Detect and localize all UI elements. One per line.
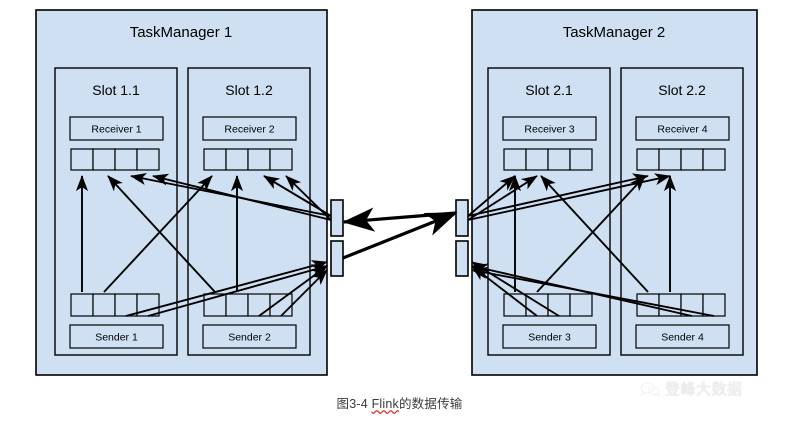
receiver-3-label: Receiver 3 [524, 124, 574, 136]
slot-2-2-title: Slot 2.2 [658, 82, 706, 98]
arrow-sender4-out-b [471, 266, 715, 317]
receiver-3-buffers [503, 148, 593, 171]
buffer-cell [569, 148, 593, 171]
sender-3-label: Sender 3 [528, 332, 571, 344]
taskmanager-2-title: TaskManager 2 [563, 24, 666, 41]
buffer-cell [269, 148, 293, 171]
tm1-local-arrows [75, 175, 244, 293]
watermark-text: 登峰大数据 [665, 380, 743, 398]
receiver-1-box [69, 116, 164, 141]
receiver-1-buffers [70, 148, 160, 171]
buffer-cell [247, 148, 271, 171]
buffer-cell [680, 148, 704, 171]
sender-1-box [69, 324, 164, 349]
buffer-cell [503, 148, 527, 171]
slot-1-1-title: Slot 1.1 [92, 82, 140, 98]
buffer-cell [70, 293, 94, 317]
buffer-cell [569, 293, 593, 317]
receiver-2-buffers [203, 148, 293, 171]
buffer-cell [114, 293, 138, 317]
tm1-connector-to-receivers [130, 173, 332, 221]
sender-1-buffers [70, 293, 160, 317]
arrow-in-receiver4-b [467, 173, 671, 221]
caption-suffix: 的数据传输 [398, 397, 463, 411]
wechat-icon [640, 381, 660, 397]
arrow-sender2-out-b [280, 269, 328, 317]
sender-2-box [202, 324, 297, 349]
slot-2-1-title: Slot 2.1 [525, 82, 573, 98]
buffer-cell [702, 148, 726, 171]
buffer-cell [92, 293, 116, 317]
tm1-senders-to-connector [125, 260, 328, 317]
buffer-cell [547, 293, 571, 317]
taskmanager-1: TaskManager 1 Slot 1.1 Receiver 1 [35, 9, 328, 376]
sender-4-label: Sender 4 [661, 332, 704, 344]
taskmanager-1-title: TaskManager 1 [130, 24, 233, 41]
sender-4-box [635, 324, 730, 349]
tm1-in-connector [330, 240, 344, 277]
inter-taskmanager-links [342, 207, 458, 260]
receiver-2-label: Receiver 2 [224, 124, 274, 136]
arrow-in-receiver3-a [467, 175, 516, 217]
buffer-cell [547, 148, 571, 171]
receiver-4-buffers [636, 148, 726, 171]
buffer-cell [225, 148, 249, 171]
arrow-tm1-to-tm2-network [342, 211, 458, 260]
arrow-sender2-receiver1 [107, 175, 216, 293]
arrow-in-receiver4-a [467, 173, 649, 217]
watermark: 登峰大数据 [640, 378, 743, 399]
slot-1-1: Slot 1.1 Receiver 1 Sender 1 [54, 67, 178, 356]
caption-prefix: 图3-4 [336, 397, 372, 411]
caption-term: Flink [371, 397, 399, 411]
figure-caption: 图3-4 Flink的数据传输 [0, 393, 799, 413]
receiver-3-box [502, 116, 597, 141]
arrow-sender3-receiver4 [536, 175, 646, 293]
buffer-cell [203, 148, 227, 171]
sender-2-label: Sender 2 [228, 332, 271, 344]
buffer-cell [136, 148, 160, 171]
receiver-2-box [202, 116, 297, 141]
tm2-senders-to-connector [471, 261, 715, 317]
buffer-cell [702, 293, 726, 317]
sender-2-buffers [203, 293, 293, 317]
tm1-out-connector [330, 199, 344, 237]
sender-3-buffers [503, 293, 593, 317]
receiver-4-label: Receiver 4 [657, 124, 707, 136]
tm2-out-connector [455, 199, 469, 237]
arrow-in-receiver2-b [285, 175, 332, 221]
slot-1-2-title: Slot 1.2 [225, 82, 273, 98]
buffer-cell [225, 293, 249, 317]
sender-3-box [502, 324, 597, 349]
buffer-cell [525, 148, 549, 171]
arrow-in-receiver1-b [152, 173, 332, 221]
tm2-connector-to-receivers [467, 173, 671, 221]
buffer-cell [92, 148, 116, 171]
taskmanager-2: TaskManager 2 Slot 2.1 Receiver 3 [471, 9, 758, 376]
tm2-in-connector [455, 240, 469, 277]
buffer-cell [247, 293, 271, 317]
network-connectors [330, 199, 469, 277]
arrow-sender1-out-b [147, 264, 328, 317]
buffer-cell [70, 148, 94, 171]
slot-1-2: Slot 1.2 Receiver 2 Sender 2 [187, 67, 311, 356]
receiver-4-box [635, 116, 730, 141]
buffer-cell [636, 148, 660, 171]
receiver-1-label: Receiver 1 [91, 124, 141, 136]
arrow-sender1-out-a [125, 260, 328, 317]
buffer-cell [658, 148, 682, 171]
sender-1-label: Sender 1 [95, 332, 138, 344]
arrow-sender1-receiver2 [103, 175, 213, 293]
buffer-cell [114, 148, 138, 171]
figure-caption-text: 图3-4 Flink的数据传输 [337, 393, 463, 412]
slot-2-2: Slot 2.2 Receiver 4 Sender 4 [620, 67, 744, 356]
